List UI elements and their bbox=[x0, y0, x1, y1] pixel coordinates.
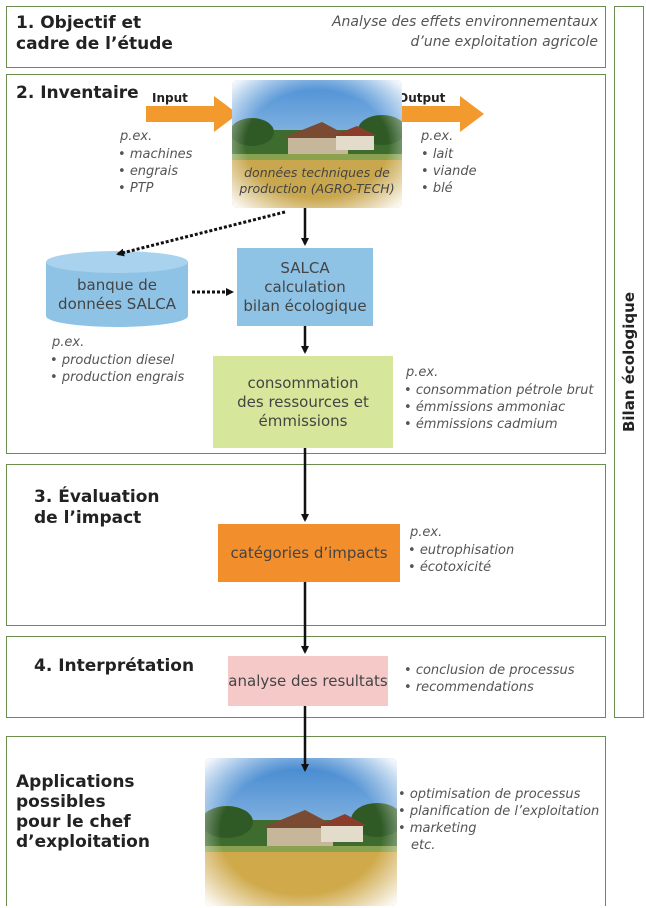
list-item: production engrais bbox=[50, 369, 184, 386]
applications-title: Applications possibles pour le chef d’ex… bbox=[16, 772, 150, 852]
impact-examples-header: p.ex. bbox=[410, 525, 443, 540]
consumption-examples-list: consommation pétrole brut émmissions amm… bbox=[404, 382, 594, 433]
input-label: Input bbox=[152, 91, 188, 105]
list-item: marketing bbox=[398, 820, 599, 837]
list-item: planification de l’exploitation bbox=[398, 803, 599, 820]
applications-etc: etc. bbox=[411, 838, 436, 853]
list-item: production diesel bbox=[50, 352, 184, 369]
section-1-title: 1. Objectif et cadre de l’étude bbox=[16, 13, 173, 54]
list-item: PTP bbox=[118, 180, 192, 197]
applications-examples-list: optimisation de processus planification … bbox=[398, 786, 599, 837]
section-1-panel bbox=[6, 6, 606, 68]
list-item: conclusion de processus bbox=[404, 662, 575, 679]
list-item: machines bbox=[118, 146, 193, 163]
section-4-title: 4. Interprétation bbox=[34, 656, 195, 676]
consumption-box: consommation des ressources et émmission… bbox=[213, 356, 393, 448]
farm-photo-applications bbox=[205, 758, 397, 906]
section-2-title: 2. Inventaire bbox=[16, 83, 139, 103]
input-examples-header: p.ex. bbox=[120, 129, 153, 144]
salca-box: SALCA calculation bilan écologique bbox=[237, 248, 373, 326]
section-1-subtitle-line-2: d’une exploitation agricole bbox=[410, 34, 599, 50]
output-label: Output bbox=[398, 91, 446, 105]
database-label: banque de données SALCA bbox=[58, 276, 176, 313]
list-item: eutrophisation bbox=[408, 542, 514, 559]
section-1-subtitle-line-1: Analyse des effets environnementaux bbox=[331, 14, 598, 30]
impact-categories-box: catégories d’impacts bbox=[218, 524, 400, 582]
side-label: Bilan écologique bbox=[620, 291, 638, 433]
database-examples-header: p.ex. bbox=[52, 335, 85, 350]
farm-photo-caption: données techniques de production (AGRO-T… bbox=[239, 165, 395, 196]
side-bar-panel bbox=[614, 6, 644, 718]
list-item: émmissions ammoniac bbox=[404, 399, 594, 416]
impact-examples-list: eutrophisation écotoxicité bbox=[408, 542, 514, 576]
list-item: lait bbox=[421, 146, 477, 163]
list-item: viande bbox=[421, 163, 477, 180]
output-examples-list: lait viande blé bbox=[421, 146, 477, 197]
consumption-examples-header: p.ex. bbox=[406, 365, 439, 380]
input-examples-list: machines engrais PTP bbox=[118, 146, 193, 197]
list-item: optimisation de processus bbox=[398, 786, 599, 803]
list-item: consommation pétrole brut bbox=[404, 382, 594, 399]
farm-photo-inventory bbox=[232, 80, 402, 208]
list-item: recommendations bbox=[404, 679, 575, 696]
analysis-box: analyse des resultats bbox=[228, 656, 388, 706]
list-item: écotoxicité bbox=[408, 559, 514, 576]
list-item: engrais bbox=[118, 163, 192, 180]
database-examples-list: production diesel production engrais bbox=[50, 352, 184, 386]
list-item: émmissions cadmium bbox=[404, 416, 594, 433]
analysis-examples-list: conclusion de processus recommendations bbox=[404, 662, 575, 696]
section-3-title: 3. Évaluation de l’impact bbox=[34, 487, 160, 528]
list-item: blé bbox=[421, 180, 477, 197]
output-examples-header: p.ex. bbox=[421, 129, 454, 144]
